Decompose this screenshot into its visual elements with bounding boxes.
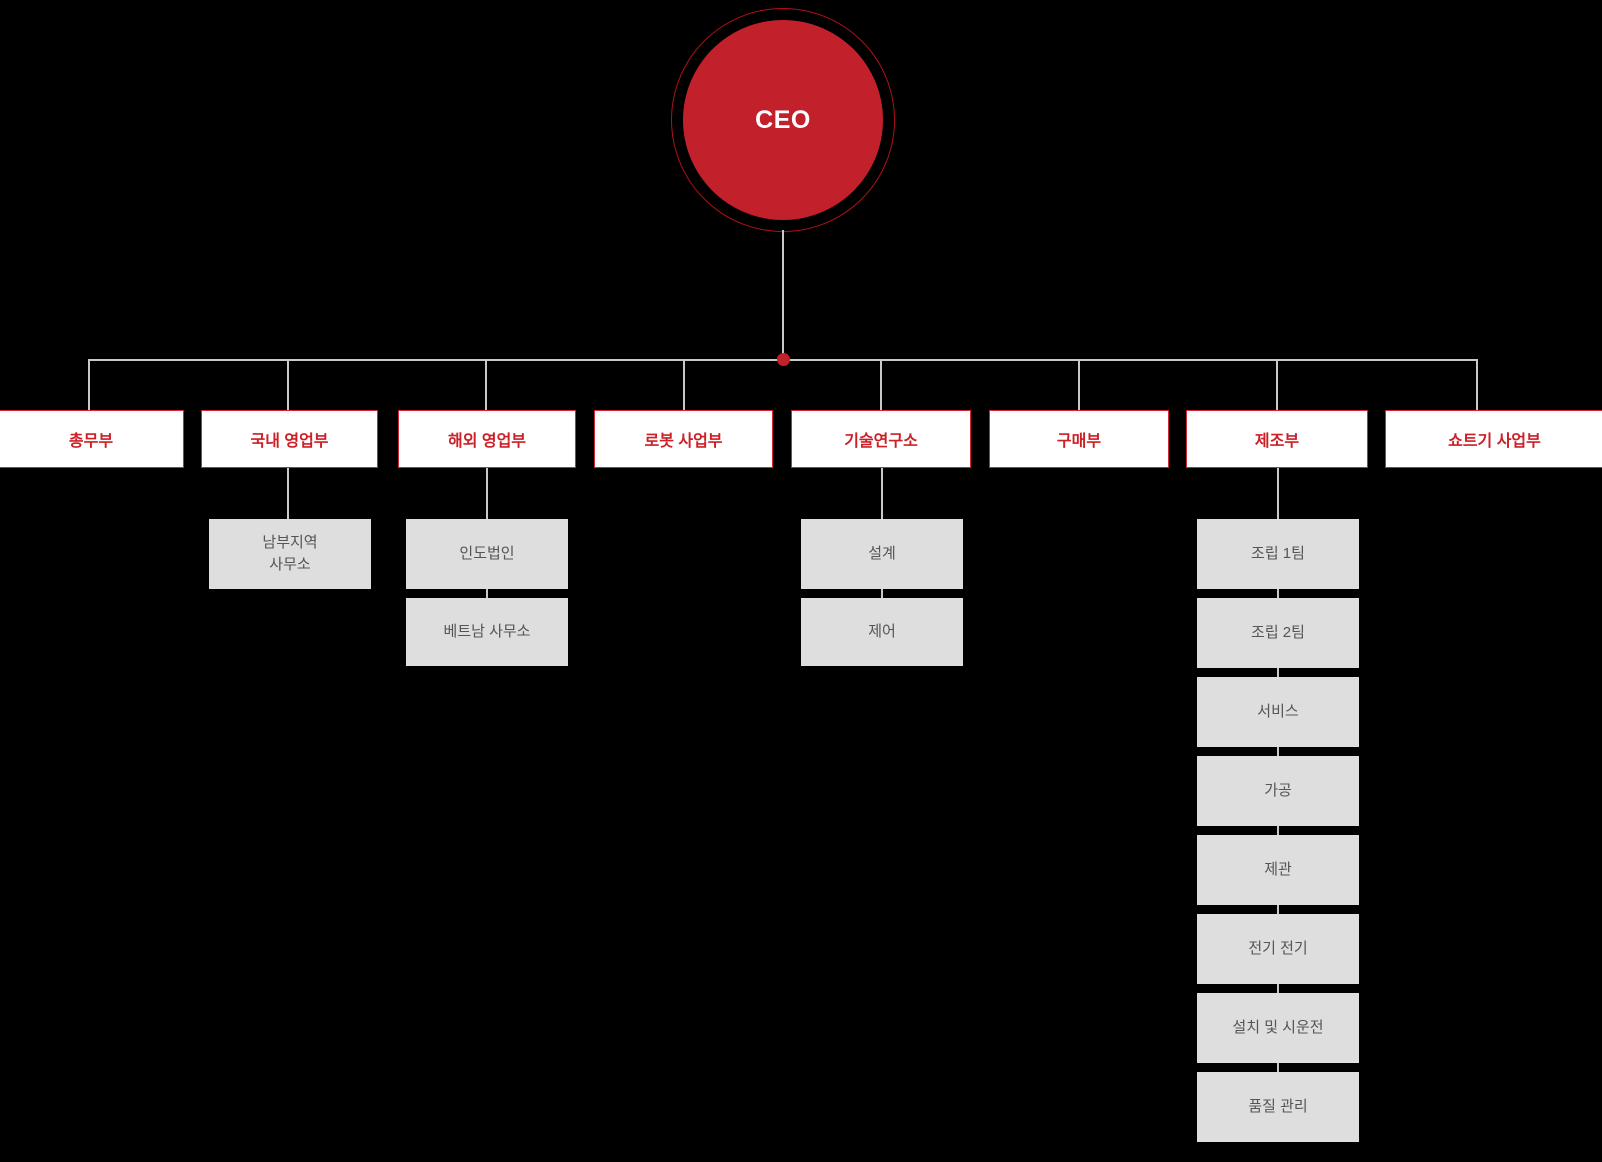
department-box-gisul-yeonguso[interactable]: 기술연구소 bbox=[791, 410, 971, 468]
sub-box-label: 설치 및 시운전 bbox=[1232, 1019, 1324, 1037]
department-label: 국내 영업부 bbox=[250, 433, 329, 450]
department-box-gungnae-yeongeopbu[interactable]: 국내 영업부 bbox=[201, 410, 378, 468]
sub-box-label: 조립 2팀 bbox=[1251, 624, 1305, 642]
sibling-connector-gisul-1 bbox=[881, 589, 883, 598]
subtree-connector-gungnae bbox=[287, 468, 289, 519]
sub-box-jorip-1team[interactable]: 조립 1팀 bbox=[1197, 519, 1359, 589]
department-box-robot-saeopbu[interactable]: 로봇 사업부 bbox=[594, 410, 773, 468]
department-box-chongmubu[interactable]: 총무부 bbox=[0, 410, 184, 468]
subtree-connector-jejobu bbox=[1277, 468, 1279, 519]
sibling-connector-jejobu-3 bbox=[1277, 747, 1279, 756]
sub-box-seolgye[interactable]: 설계 bbox=[801, 519, 963, 589]
sub-box-label: 서비스 bbox=[1257, 703, 1299, 721]
sub-box-jeongi[interactable]: 전기 전기 bbox=[1197, 914, 1359, 984]
sub-box-label: 전기 전기 bbox=[1248, 940, 1308, 958]
sub-box-gagong[interactable]: 가공 bbox=[1197, 756, 1359, 826]
drop-connector-4 bbox=[683, 359, 685, 410]
sibling-connector-jejobu-1 bbox=[1277, 589, 1279, 598]
sub-box-label: 제관 bbox=[1264, 861, 1292, 879]
department-label: 해외 영업부 bbox=[447, 433, 527, 450]
department-label: 제조부 bbox=[1254, 433, 1300, 450]
sub-box-label: 베트남 사무소 bbox=[443, 623, 531, 641]
sub-box-label: 품질 관리 bbox=[1248, 1098, 1308, 1116]
drop-connector-5 bbox=[880, 359, 882, 410]
department-label: 로봇 사업부 bbox=[644, 433, 723, 450]
department-box-haeoe-yeongeopbu[interactable]: 해외 영업부 bbox=[398, 410, 576, 468]
sibling-connector-haeoe-1 bbox=[486, 589, 488, 598]
sub-box-pumjil-gwanri[interactable]: 품질 관리 bbox=[1197, 1072, 1359, 1142]
department-box-jejobu[interactable]: 제조부 bbox=[1186, 410, 1368, 468]
sibling-connector-jejobu-5 bbox=[1277, 905, 1279, 914]
sub-box-indo-beobin[interactable]: 인도법인 bbox=[406, 519, 568, 589]
drop-connector-3 bbox=[485, 359, 487, 410]
bus-junction-dot bbox=[777, 353, 790, 366]
ceo-node[interactable]: CEO bbox=[671, 8, 895, 232]
department-box-shotgi-saeopbu[interactable]: 쇼트기 사업부 bbox=[1385, 410, 1602, 468]
sub-box-service[interactable]: 서비스 bbox=[1197, 677, 1359, 747]
sub-box-label: 제어 bbox=[868, 623, 896, 641]
department-label: 구매부 bbox=[1056, 433, 1102, 450]
ceo-stem-connector bbox=[782, 230, 784, 362]
sub-box-label: 가공 bbox=[1264, 782, 1292, 800]
subtree-connector-gisul bbox=[881, 468, 883, 519]
sub-box-jeeo[interactable]: 제어 bbox=[801, 598, 963, 666]
drop-connector-7 bbox=[1276, 359, 1278, 410]
department-label: 총무부 bbox=[68, 433, 114, 450]
sibling-connector-jejobu-6 bbox=[1277, 984, 1279, 993]
sub-box-nambu-jiyeok-samuso[interactable]: 남부지역 사무소 bbox=[209, 519, 371, 589]
sub-box-label: 조립 1팀 bbox=[1251, 545, 1305, 563]
sub-box-seolchi-mit-siunjeon[interactable]: 설치 및 시운전 bbox=[1197, 993, 1359, 1063]
ceo-label: CEO bbox=[755, 105, 811, 134]
sibling-connector-jejobu-7 bbox=[1277, 1063, 1279, 1072]
drop-connector-8 bbox=[1476, 359, 1478, 410]
department-box-gumaebu[interactable]: 구매부 bbox=[989, 410, 1169, 468]
drop-connector-6 bbox=[1078, 359, 1080, 410]
department-label: 기술연구소 bbox=[844, 433, 918, 450]
drop-connector-1 bbox=[88, 359, 90, 410]
sibling-connector-jejobu-4 bbox=[1277, 826, 1279, 835]
sub-box-betnam-samuso[interactable]: 베트남 사무소 bbox=[406, 598, 568, 666]
subtree-connector-haeoe bbox=[486, 468, 488, 519]
sibling-connector-jejobu-2 bbox=[1277, 668, 1279, 677]
sub-box-label: 설계 bbox=[868, 545, 896, 563]
sub-box-jegwan[interactable]: 제관 bbox=[1197, 835, 1359, 905]
sub-box-jorip-2team[interactable]: 조립 2팀 bbox=[1197, 598, 1359, 668]
ceo-circle: CEO bbox=[683, 20, 883, 220]
sub-box-label: 남부지역 사무소 bbox=[262, 534, 318, 573]
drop-connector-2 bbox=[287, 359, 289, 410]
department-label: 쇼트기 사업부 bbox=[1448, 433, 1541, 450]
sub-box-label: 인도법인 bbox=[459, 545, 515, 563]
